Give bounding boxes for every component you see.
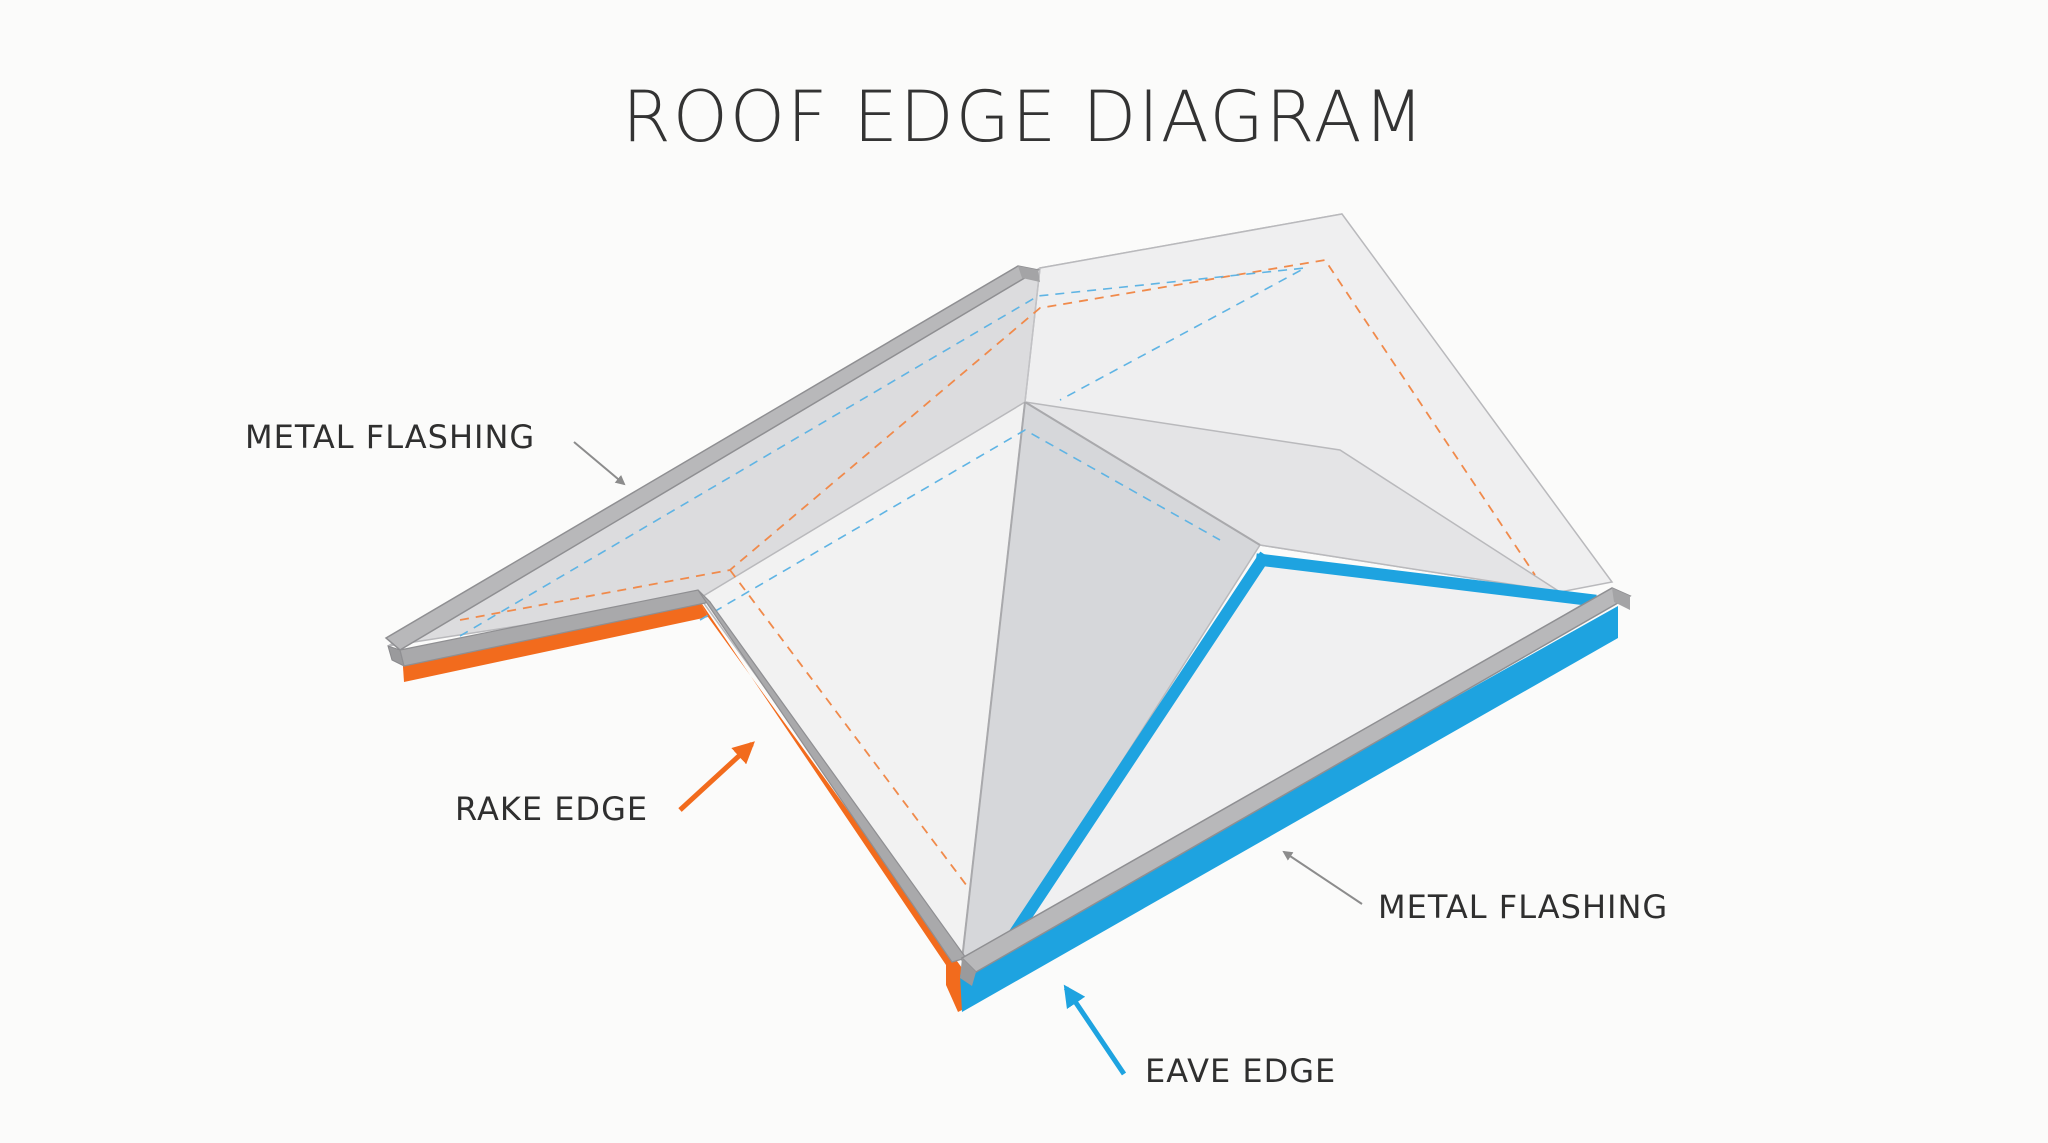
eave-edge-fascia bbox=[960, 606, 1618, 1012]
hip-ridge-line bbox=[961, 401, 1026, 961]
metal-flashing-rake-end bbox=[1018, 266, 1040, 282]
metal-flashing-eave-end bbox=[1612, 588, 1630, 610]
dashed-orange-line bbox=[459, 259, 1536, 621]
rake-edge-label: RAKE EDGE bbox=[455, 790, 649, 828]
rake-edge-fascia-diagonal bbox=[698, 598, 962, 1012]
dashed-orange-line-lower bbox=[729, 569, 971, 891]
hip-ridge-line-right bbox=[1024, 401, 1261, 546]
metal-flashing-label-right: METAL FLASHING bbox=[1378, 888, 1669, 926]
dashed-blue-line-lower bbox=[699, 429, 1221, 621]
dashed-blue-line bbox=[459, 267, 1306, 637]
metal-flashing-top-arrow bbox=[573, 441, 626, 486]
ridge-line-upper bbox=[1024, 267, 1041, 403]
metal-flashing-label-top: METAL FLASHING bbox=[245, 418, 536, 456]
eave-edge-valley-line bbox=[1255, 553, 1597, 607]
metal-flashing-right-arrow bbox=[1282, 850, 1363, 905]
rake-edge-arrow bbox=[678, 741, 755, 812]
eave-edge-arrow bbox=[1063, 984, 1127, 1076]
diagram-title: ROOF EDGE DIAGRAM bbox=[622, 76, 1426, 158]
metal-flashing-eave-lip bbox=[960, 958, 976, 986]
eave-edge-label: EAVE EDGE bbox=[1145, 1052, 1337, 1090]
eave-edge-valley-diagonal bbox=[996, 551, 1271, 957]
